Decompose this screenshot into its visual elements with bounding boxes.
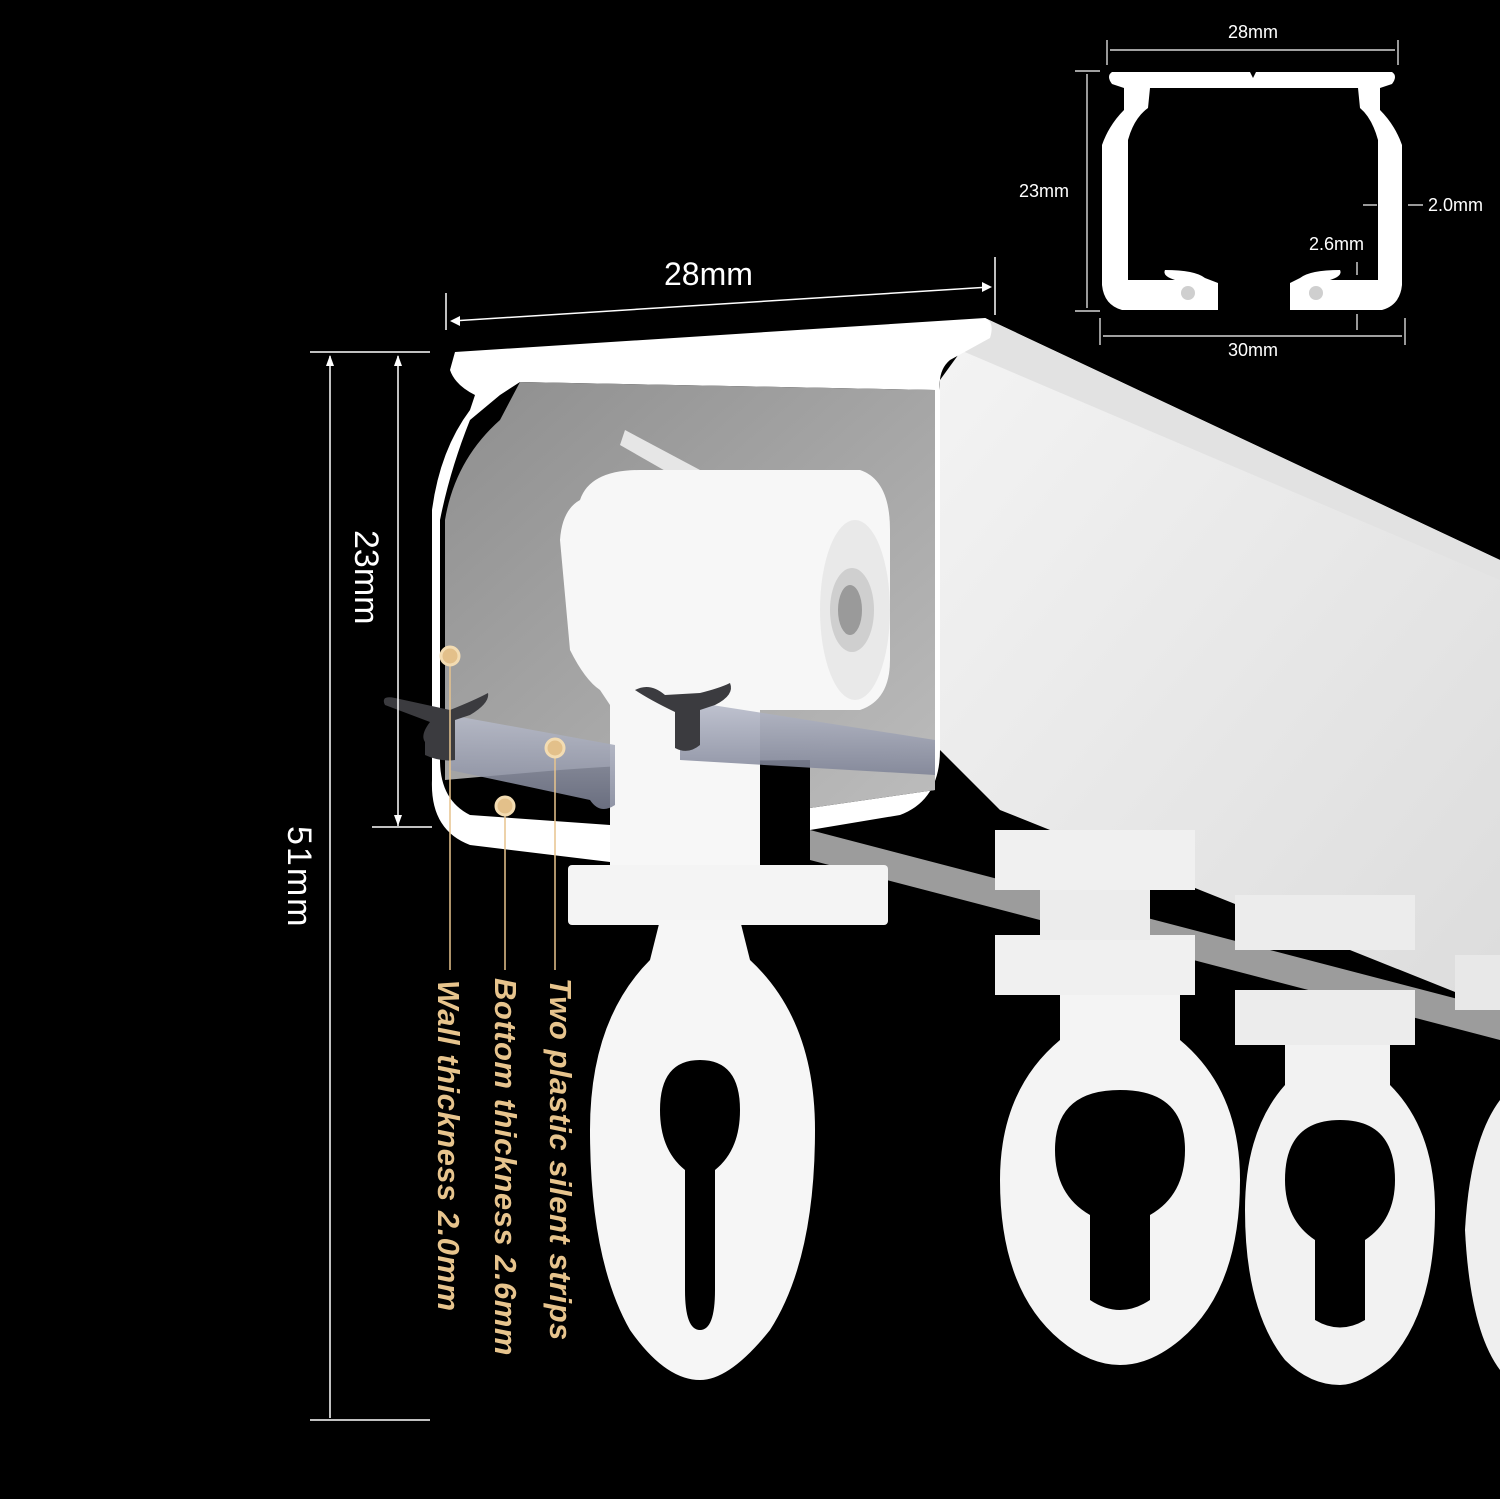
main-dimension-lines [310, 257, 996, 1421]
inset-top-width-label: 28mm [1228, 22, 1279, 42]
glider-2 [995, 830, 1240, 1365]
glider-3 [1235, 895, 1435, 1385]
callout-silent-strips: Two plastic silent strips [543, 978, 578, 1341]
inset-bottom-width-label: 30mm [1228, 340, 1279, 360]
inset-profile [1102, 72, 1402, 310]
inset-dimension-lines [1075, 40, 1423, 345]
roller-carrier [560, 430, 890, 1380]
inset-bottom-thickness-label: 2.6mm [1309, 234, 1365, 254]
callout-wall-thickness: Wall thickness 2.0mm [431, 980, 466, 1312]
main-total-height-label: 51mm [280, 826, 318, 929]
inset-wall-label: 2.0mm [1428, 195, 1484, 215]
callout-leaders [449, 656, 556, 970]
inset-height-label: 23mm [1019, 181, 1070, 201]
callout-dots [439, 645, 566, 817]
silent-strips [383, 683, 935, 809]
glider-4 [1455, 955, 1500, 1370]
main-inner-height-label: 23mm [347, 530, 385, 625]
callout-bottom-thickness: Bottom thickness 2.6mm [488, 978, 523, 1356]
main-width-label: 28mm [664, 256, 753, 292]
